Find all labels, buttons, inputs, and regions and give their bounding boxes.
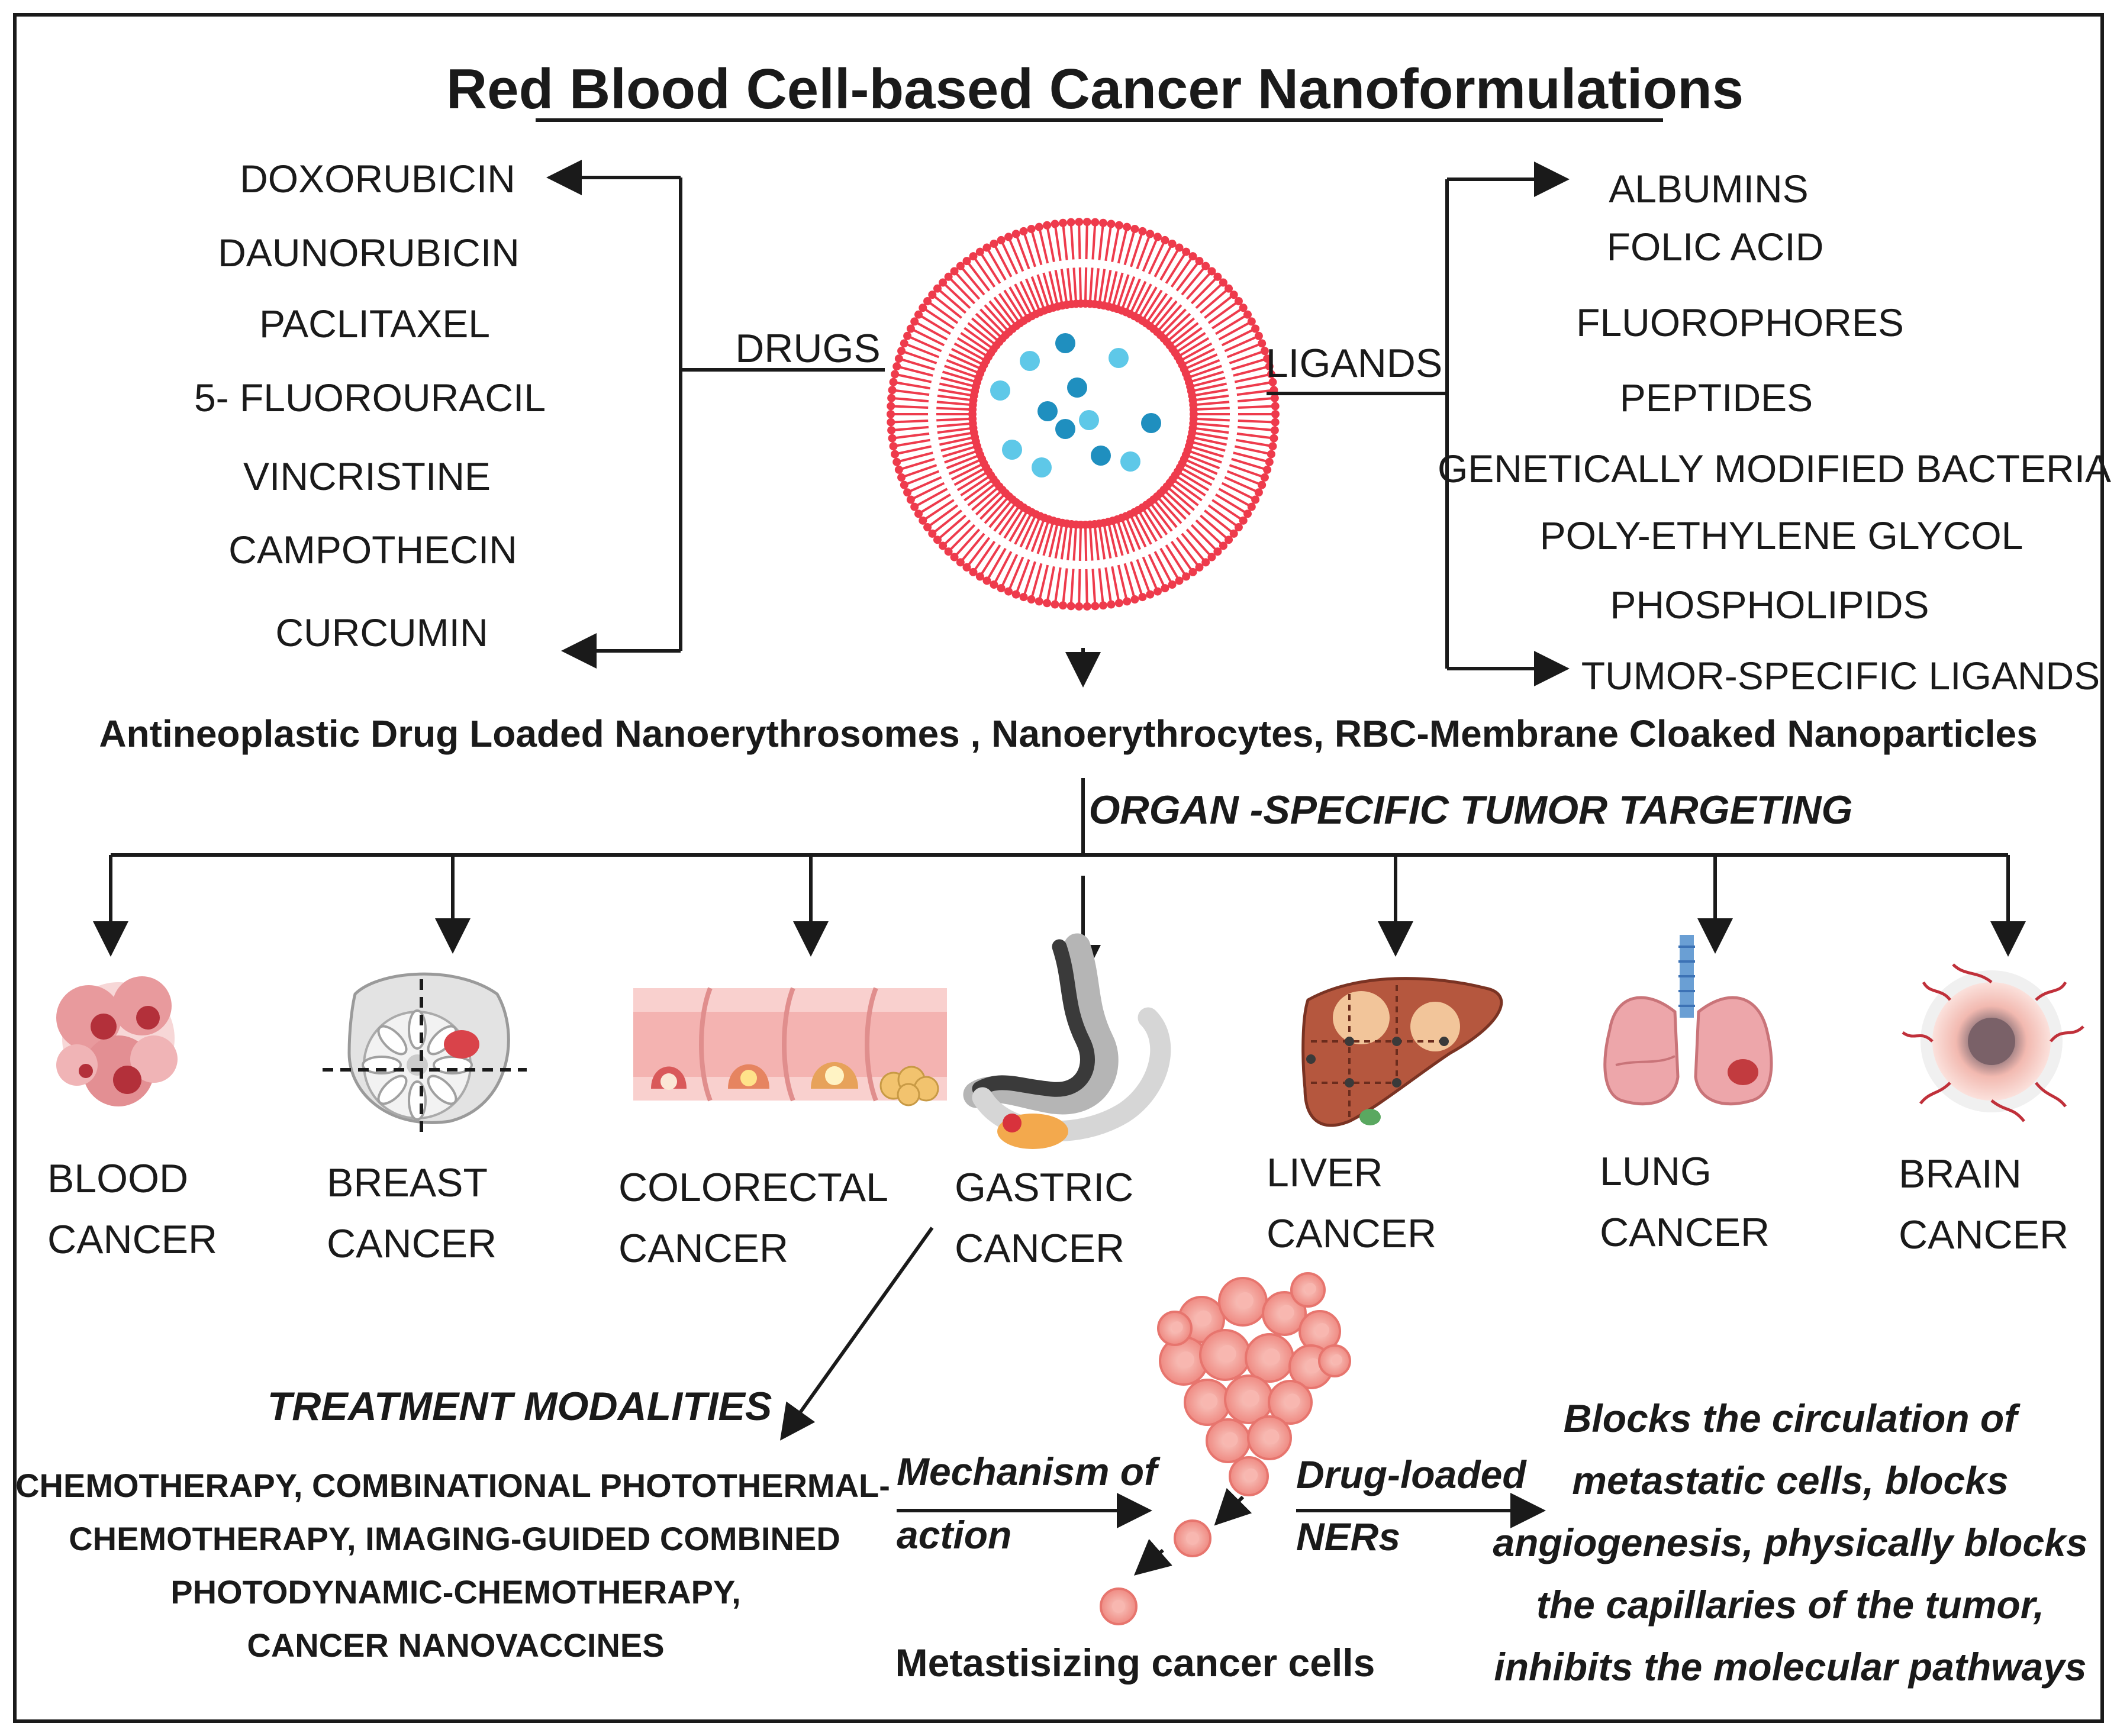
effect-line: angiogenesis, physically blocks (1493, 1521, 2087, 1564)
metastatic-cells-icon (1100, 1487, 1252, 1625)
cancer-label-line2: CANCER (1267, 1211, 1436, 1256)
drugs-connector (546, 160, 885, 669)
drug-item: PACLITAXEL (259, 302, 490, 346)
tumor-cluster-icon (1157, 1272, 1351, 1496)
cancer-label-line2: CANCER (47, 1217, 217, 1262)
treatment-list: CHEMOTHERAPY, COMBINATIONAL PHOTOTHERMAL… (15, 1467, 890, 1664)
colorectal-cancer-icon (633, 987, 947, 1106)
drug-item: 5- FLUOROURACIL (194, 376, 546, 420)
cancer-label-line1: BRAIN (1899, 1151, 2022, 1196)
cancer-label-line1: COLORECTAL (618, 1165, 888, 1210)
product-line: Antineoplastic Drug Loaded Nanoerythroso… (99, 712, 2037, 755)
cancer-label-line1: LIVER (1267, 1150, 1383, 1195)
ligand-item: PEPTIDES (1620, 376, 1813, 420)
treatment-line: PHOTODYNAMIC-CHEMOTHERAPY, (170, 1573, 740, 1611)
cancer-label-line1: BLOOD (47, 1156, 188, 1201)
figure-title: Red Blood Cell-based Cancer Nanoformulat… (446, 57, 1744, 121)
cancer-label-line2: CANCER (618, 1226, 788, 1271)
effect-line: metastatic cells, blocks (1572, 1459, 2008, 1502)
effect-line: the capillaries of the tumor, (1536, 1583, 2044, 1627)
cancer-label-line2: CANCER (1600, 1210, 1770, 1255)
targeting-arrows (93, 855, 2026, 980)
gastric-cancer-icon (963, 933, 1171, 1149)
effects-list: Blocks the circulation of metastatic cell… (1493, 1396, 2087, 1689)
treatment-heading: TREATMENT MODALITIES (268, 1384, 772, 1429)
ligand-item: PHOSPHOLIPIDS (1610, 583, 1929, 627)
cancer-labels: BLOOD CANCER BREAST CANCER COLORECTAL CANCER G… (47, 1149, 2068, 1271)
lung-cancer-icon (1603, 935, 1773, 1106)
ligand-item: POLY-ETHYLENE GLYCOL (1540, 514, 2023, 557)
drug-item: DAUNORUBICIN (218, 231, 520, 275)
ligand-list: ALBUMINS FOLIC ACID FLUOROPHORES PEPTIDES GE… (1438, 167, 2111, 698)
treatment-line: CHEMOTHERAPY, IMAGING-GUIDED COMBINED (69, 1520, 840, 1557)
drug-item: CAMPOTHECIN (228, 528, 517, 572)
figure-border (13, 13, 2104, 1723)
treatment-arrow (780, 1227, 934, 1441)
brain-cancer-icon (1902, 963, 2084, 1122)
drug-item: DOXORUBICIN (240, 157, 515, 201)
mechanism-label-line1: Mechanism of (897, 1450, 1161, 1493)
treatment-line: CANCER NANOVACCINES (247, 1627, 664, 1664)
drug-list: DOXORUBICIN DAUNORUBICIN PACLITAXEL 5- FLUO… (194, 157, 546, 654)
cancer-label-line2: CANCER (955, 1226, 1124, 1271)
breast-cancer-icon (323, 972, 527, 1136)
ligand-item: ALBUMINS (1609, 167, 1808, 211)
treatment-line: CHEMOTHERAPY, COMBINATIONAL PHOTOTHERMAL… (15, 1467, 890, 1504)
blood-cancer-icon (56, 976, 178, 1106)
effect-line: Blocks the circulation of (1564, 1396, 2021, 1440)
cancer-label-line1: BREAST (327, 1160, 488, 1205)
cancer-label-line2: CANCER (1899, 1212, 2068, 1257)
nanoerythrosome-icon (887, 218, 1280, 611)
drug-item: VINCRISTINE (243, 454, 491, 498)
cancer-label-line1: LUNG (1600, 1149, 1712, 1194)
cancer-label-line2: CANCER (327, 1221, 497, 1266)
targeting-label: ORGAN -SPECIFIC TUMOR TARGETING (1089, 788, 1853, 832)
ligands-connector (1267, 162, 1570, 686)
liver-cancer-icon (1301, 977, 1503, 1127)
drug-loaded-label-line1: Drug-loaded (1296, 1453, 1527, 1496)
effect-line: inhibits the molecular pathways (1494, 1645, 2086, 1689)
targeting-tree (111, 778, 2008, 857)
cancer-label-line1: GASTRIC (955, 1165, 1133, 1210)
ligand-item: TUMOR-SPECIFIC LIGANDS (1581, 654, 2100, 698)
drugs-label: DRUGS (735, 326, 881, 371)
metastasis-label: Metastisizing cancer cells (895, 1641, 1375, 1685)
mechanism-label-line2: action (897, 1513, 1011, 1557)
drug-loaded-label-line2: NERs (1296, 1515, 1400, 1558)
ligand-item: FOLIC ACID (1607, 225, 1824, 269)
ligand-item: FLUOROPHORES (1576, 301, 1904, 344)
drug-item: CURCUMIN (275, 611, 488, 654)
ligand-item: GENETICALLY MODIFIED BACTERIA (1438, 447, 2111, 491)
ligands-label: LIGANDS (1266, 341, 1443, 386)
